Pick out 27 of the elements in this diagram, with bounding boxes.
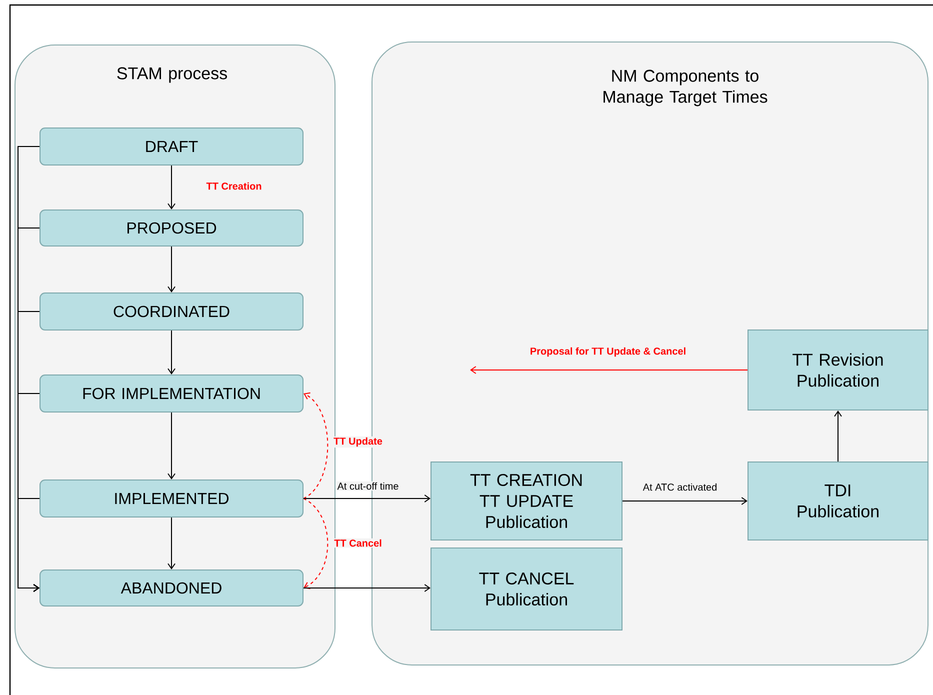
state-box: PROPOSED (40, 210, 304, 246)
process-box: TT CANCEL Publication (430, 548, 622, 630)
state-box: DRAFT (40, 128, 304, 166)
state-box: COORDINATED (40, 292, 304, 330)
arrow (622, 497, 748, 505)
process-box: TDI Publication (748, 462, 928, 540)
process-box: TT CREATION TT UPDATE Publication (430, 462, 622, 540)
arrow (168, 330, 176, 374)
edge-label: Proposal for TT Update & Cancel (528, 346, 688, 358)
arrow (168, 165, 176, 210)
arrow (18, 498, 40, 592)
arrow (303, 392, 328, 499)
edge-label: At cut-off time (336, 481, 400, 491)
edge-label: TT Cancel (333, 538, 383, 548)
state-box: FOR IMPLEMENTATION (40, 374, 304, 412)
arrow (470, 366, 748, 374)
state-box: IMPLEMENTED (40, 480, 304, 518)
arrow (168, 412, 176, 480)
edge-label: TT Update (332, 436, 384, 448)
state-box: ABANDONED (40, 570, 304, 606)
arrow (168, 517, 176, 570)
arrow (303, 498, 328, 590)
arrow (834, 410, 842, 462)
arrow (303, 584, 430, 592)
process-box: TT Revision Publication (748, 330, 928, 410)
arrow (303, 494, 430, 502)
arrow (168, 246, 176, 292)
